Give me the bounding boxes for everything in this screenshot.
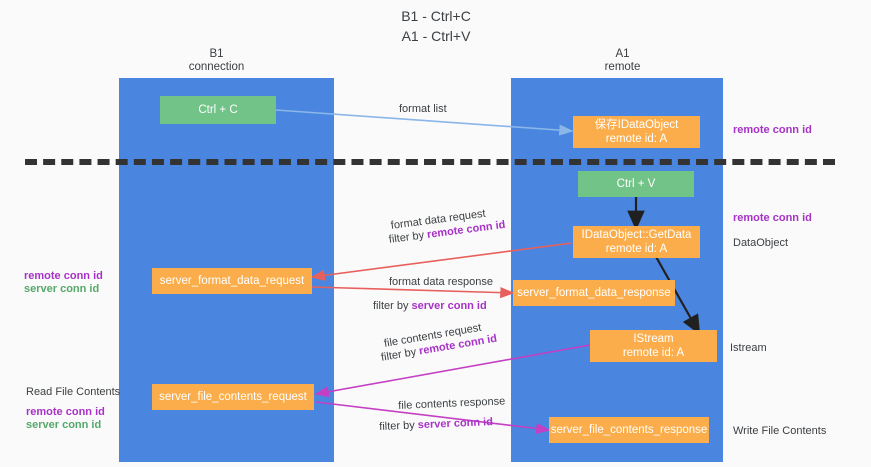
connector-format-data-response (311, 286, 515, 299)
lane-title-a1: A1 remote (604, 48, 641, 73)
label-left-remote-conn-id-bottom: remote conn id (26, 406, 105, 418)
label-left-server-conn-id-mid: server conn id (24, 283, 100, 295)
label-left-server-conn-id-bottom: server conn id (26, 419, 102, 431)
node-file-contents-response[interactable]: server_file_contents_response (549, 417, 709, 443)
node-format-data-request[interactable]: server_format_data_request (152, 268, 312, 294)
connector-format-data-request (310, 242, 573, 281)
node-ctrl-c[interactable]: Ctrl + C (160, 96, 276, 124)
edge-label-format-list: format list (399, 103, 447, 115)
connector-file-contents-request (314, 344, 591, 398)
label-left-remote-conn-id-mid: remote conn id (24, 270, 103, 282)
node-ctrl-v[interactable]: Ctrl + V (578, 171, 694, 197)
connector-file-contents-response (315, 401, 551, 435)
edge-label-format-data-response: format data response (389, 276, 493, 288)
label-write-file-contents: Write File Contents (733, 425, 827, 437)
section-divider (25, 159, 835, 165)
edge-label-filter-prefix: filter by (379, 419, 419, 433)
lane-title-b1: B1 connection (188, 48, 245, 73)
edge-label-filter-prefix: filter by (373, 300, 412, 312)
edge-label-format-data-response-filter: filter by server conn id (373, 299, 487, 313)
label-remote-conn-id-mid: remote conn id (733, 212, 812, 224)
label-dataobject: DataObject (733, 237, 789, 249)
label-read-file-contents: Read File Contents (26, 386, 121, 398)
connector-format-list (275, 109, 574, 136)
node-file-contents-request[interactable]: server_file_contents_request (152, 384, 314, 410)
node-istream[interactable]: IStream remote id: A (590, 330, 717, 362)
diagram-title: B1 - Ctrl+C A1 - Ctrl+V (401, 8, 471, 44)
label-remote-conn-id-top: remote conn id (733, 124, 812, 136)
connector-getdata-istream (654, 254, 701, 335)
label-istream: Istream (730, 342, 767, 354)
edge-label-filter-key: server conn id (417, 416, 494, 432)
node-format-data-response[interactable]: server_format_data_response (513, 280, 675, 306)
edge-label-filter-key: server conn id (411, 300, 487, 312)
node-save-dataobject[interactable]: 保存IDataObject remote id: A (573, 116, 700, 148)
node-getdata[interactable]: IDataObject::GetData remote id: A (573, 226, 700, 258)
